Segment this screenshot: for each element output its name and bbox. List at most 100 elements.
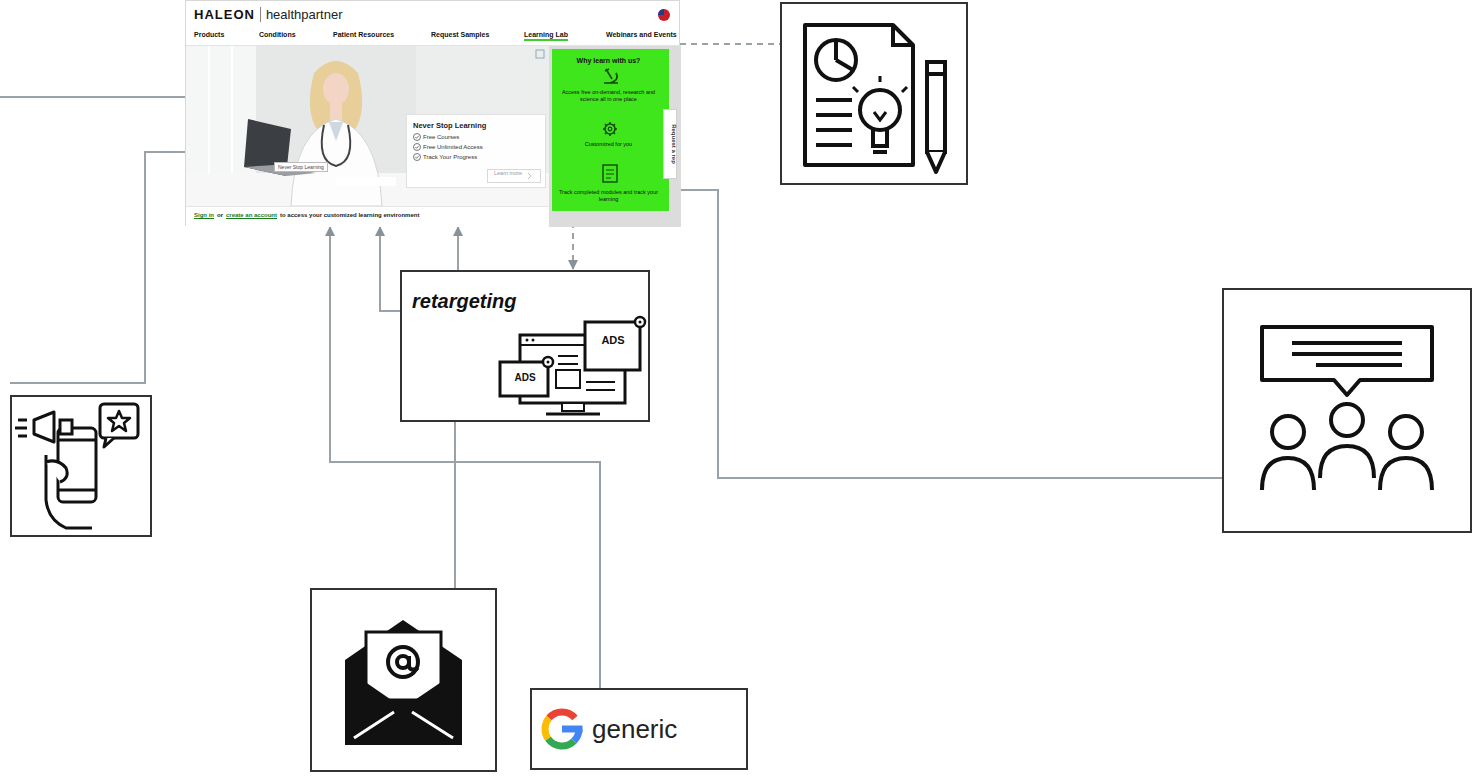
- tab-label: Request a rep: [663, 109, 677, 179]
- ads-monitor-icon-part: [532, 339, 535, 342]
- email-icon-part: [388, 647, 418, 677]
- photo-label: Never Stop Learning: [274, 162, 328, 172]
- ads-monitor-icon: [500, 317, 645, 414]
- ads-monitor-icon-part: [526, 339, 529, 342]
- request-tab: Request a rep: [663, 109, 677, 179]
- email-icon-part: [311, 589, 496, 771]
- node-art-part: [603, 165, 617, 182]
- brand-header: HALEON healthpartner: [194, 7, 343, 22]
- megaphone-phone-icon-part: [46, 461, 67, 482]
- connector-arrow: [330, 227, 600, 688]
- panel-heading: Why learn with us?: [556, 57, 661, 64]
- search-box: generic: [530, 688, 748, 770]
- document-icon-part: [860, 90, 900, 130]
- ads-monitor-icon-part: [547, 361, 550, 364]
- node-art-part: [549, 45, 681, 227]
- document-icon-part: [927, 72, 945, 76]
- website-screenshot: HALEON healthpartnerSign inorcreate an ac…: [185, 0, 680, 226]
- box-title: generic: [592, 714, 677, 745]
- megaphone-phone-icon-part: [15, 420, 27, 436]
- document-icon-part: [816, 40, 856, 80]
- ads-monitor-icon-part: [586, 382, 615, 390]
- document-icon-part: [893, 25, 913, 45]
- group-chat-icon-part: [1262, 458, 1314, 490]
- leader-lines-part: [10, 152, 185, 383]
- group-chat-icon-part: [1380, 458, 1432, 490]
- megaphone-phone-icon: [11, 396, 151, 536]
- group-chat-icon-part: [1320, 446, 1374, 478]
- leader-lines-part: [680, 43, 780, 45]
- panel-text: Track completed modules and track your l…: [556, 189, 661, 203]
- panel-text: Customized for you: [556, 141, 661, 148]
- node-art-part: [323, 73, 349, 105]
- node-art-part: [658, 9, 664, 15]
- sign-in-text: or: [217, 212, 223, 218]
- email-icon: [311, 589, 496, 771]
- document-icon-part: [873, 130, 887, 152]
- node-art-part: [186, 45, 549, 206]
- card-item: Free Courses: [423, 134, 459, 140]
- email-icon-part: [366, 632, 441, 700]
- ads-monitor-icon-part: [500, 362, 548, 396]
- nav-item: Patient Resources: [333, 31, 394, 38]
- ads-monitor-icon-part: [556, 370, 580, 388]
- node-art-part: [658, 9, 670, 21]
- email-icon-part: [409, 656, 418, 670]
- node-art-part: [186, 206, 549, 227]
- group-chat-icon: [1223, 289, 1471, 532]
- email-icon-part: [345, 668, 462, 745]
- megaphone-phone-icon-part: [34, 412, 54, 442]
- document-icon-part: [853, 76, 907, 92]
- email-icon-part: [354, 712, 453, 738]
- node-art-part: [606, 170, 614, 178]
- google-logo-part: [562, 726, 583, 733]
- leader-lines-part: [680, 190, 1222, 478]
- connector-arrow: [380, 227, 400, 311]
- node-art-part: [528, 173, 531, 179]
- leader-lines-part: [454, 422, 456, 588]
- node-art-part: [603, 122, 617, 136]
- nav-item: Products: [194, 31, 224, 38]
- node-art-part: [604, 69, 618, 83]
- document-icon-part: [836, 40, 853, 70]
- card-heading: Never Stop Learning: [413, 121, 486, 130]
- document-icon-part: [874, 112, 886, 120]
- megaphone-phone-icon-part: [46, 455, 92, 528]
- megaphone-phone-icon-part: [11, 396, 151, 536]
- retargeting-box: retargetingADSADS: [400, 270, 650, 422]
- node-art-part: [209, 45, 232, 173]
- benefits-panel: Why learn with us? Access free on-demand,…: [552, 49, 669, 211]
- megaphone-phone-icon-part: [100, 404, 138, 438]
- nav-item: Conditions: [259, 31, 296, 38]
- ad-label: ADS: [590, 334, 636, 346]
- node-art-part: [414, 154, 421, 161]
- leader-lines-part: [0, 96, 185, 98]
- node-art-part: [415, 136, 419, 159]
- google-logo-part: [549, 712, 575, 718]
- sign-in-line: Sign inorcreate an accountto access your…: [194, 212, 419, 218]
- panel-text: Access free on-demand, research and scie…: [556, 89, 661, 103]
- document-icon-part: [781, 3, 967, 184]
- card-item: Free Unlimited Access: [423, 144, 483, 150]
- group-chat-icon-part: [1272, 416, 1304, 448]
- nav-item: Request Samples: [431, 31, 489, 38]
- nav-item: Webinars and Events: [606, 31, 677, 38]
- google-logo: [545, 712, 582, 746]
- document-icon: [781, 3, 967, 184]
- brand-logo: HALEON: [194, 7, 255, 22]
- ads-monitor-icon-part: [635, 317, 645, 327]
- ads-monitor-icon-part: [639, 321, 642, 324]
- node-art-part: [536, 50, 544, 58]
- connector-arrow: [457, 227, 459, 270]
- brand-subname: healthpartner: [260, 7, 343, 22]
- ads-monitor-icon-part: [585, 322, 640, 370]
- benefits-panel-art: [552, 49, 669, 211]
- group-chat-icon-part: [1331, 404, 1363, 436]
- document-icon-part: [816, 100, 852, 145]
- megaphone-phone-icon-part: [60, 420, 72, 434]
- ads-monitor-icon-part: [558, 356, 578, 364]
- promo-card: Never Stop LearningFree CoursesFree Unli…: [406, 114, 546, 188]
- group-chat-icon-part: [1262, 327, 1432, 395]
- group-chat-icon-part: [1390, 416, 1422, 448]
